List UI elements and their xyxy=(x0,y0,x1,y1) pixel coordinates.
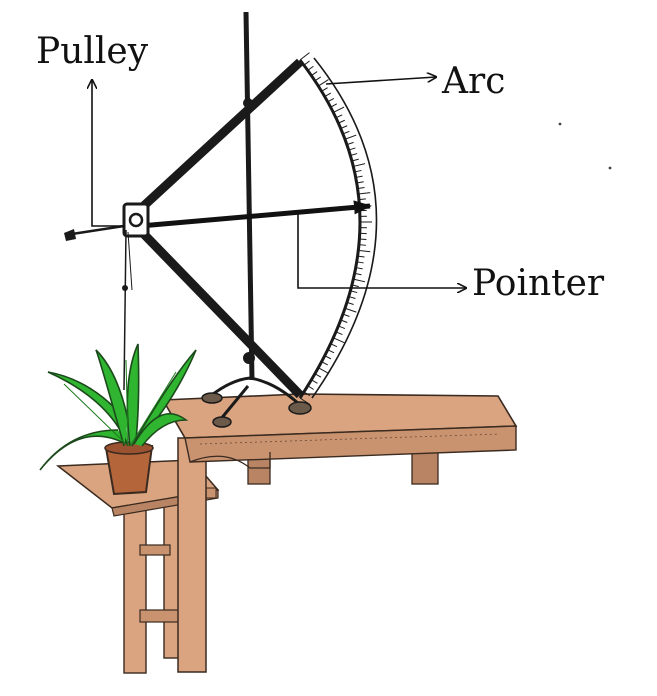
arc-tick xyxy=(328,350,334,353)
sector-frame xyxy=(136,62,300,395)
arc-tick xyxy=(318,80,328,86)
arc-tick xyxy=(328,98,334,101)
arc-tick xyxy=(322,88,328,92)
arc-leader xyxy=(326,77,436,84)
pulley-label: Pulley xyxy=(36,34,148,70)
arc-tick xyxy=(315,77,321,81)
arc-tick xyxy=(325,356,331,359)
arc-tick xyxy=(353,279,365,282)
arc-tick xyxy=(300,53,309,60)
arc-tick xyxy=(333,107,344,112)
pointer-needle xyxy=(140,206,370,226)
arc-tick xyxy=(345,135,356,139)
arc-label: Arc xyxy=(442,64,505,100)
arc-tick xyxy=(358,250,370,251)
arc-tick xyxy=(358,193,370,194)
arc-tick xyxy=(325,93,331,97)
arc-tick xyxy=(359,199,366,200)
arc-tick xyxy=(311,380,317,384)
arc-tick xyxy=(359,245,366,246)
arc-tick xyxy=(304,61,310,65)
pointer-leader xyxy=(298,212,466,288)
arc-tick xyxy=(322,362,328,365)
arc-tick xyxy=(308,66,314,70)
label-leaders xyxy=(92,77,466,288)
arc-tick xyxy=(308,386,314,390)
arc-tick xyxy=(311,72,317,76)
arc-tick xyxy=(315,374,321,377)
graduated-arc xyxy=(300,53,377,405)
main-bench xyxy=(163,394,516,672)
pulley-leader xyxy=(92,80,124,226)
arc-tick xyxy=(345,308,356,312)
scan-dot xyxy=(609,167,612,170)
arc-tick xyxy=(333,338,344,343)
arc-tick xyxy=(331,104,337,107)
pulley-wheel xyxy=(64,204,148,241)
pointer-label: Pointer xyxy=(472,266,604,302)
arc-tick xyxy=(318,368,328,374)
arc-tick xyxy=(353,164,365,167)
scan-dot xyxy=(559,123,562,126)
